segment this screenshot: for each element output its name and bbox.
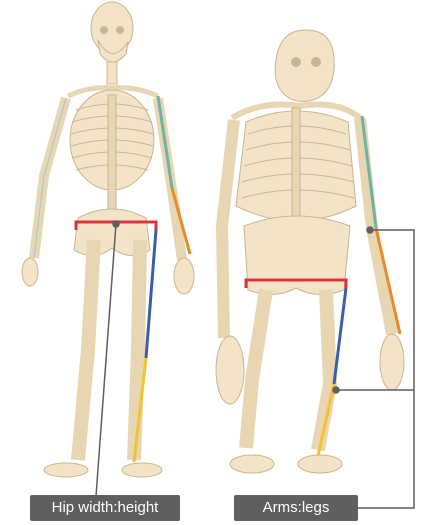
human-skeleton (22, 2, 194, 477)
ape-skeleton (216, 30, 404, 473)
arms-legs-label: Arms:legs (234, 495, 358, 521)
ape-femur-segment (334, 288, 346, 384)
hip-width-height-label: Hip width:height (30, 495, 180, 521)
